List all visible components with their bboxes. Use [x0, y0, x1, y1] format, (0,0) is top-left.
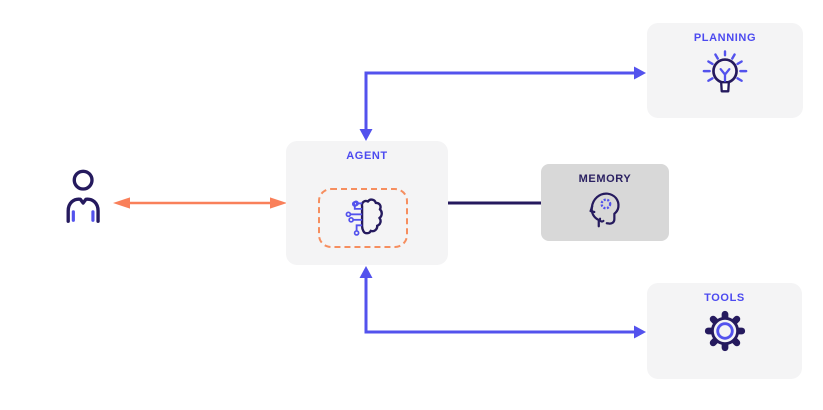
edge-agent-planning — [359, 66, 646, 141]
user-icon — [63, 168, 107, 224]
agent-dashed-border — [318, 188, 408, 248]
node-memory: MEMORY — [541, 164, 669, 241]
edge-user-agent — [113, 197, 287, 209]
edge-agent-tools — [359, 266, 646, 339]
lightbulb-icon — [700, 47, 750, 101]
node-planning-label: PLANNING — [693, 32, 757, 44]
node-tools: TOOLS — [647, 283, 802, 379]
node-planning: PLANNING — [647, 23, 803, 118]
node-agent: AGENT — [286, 141, 448, 265]
node-memory-label: MEMORY — [578, 173, 632, 185]
gear-icon — [702, 308, 748, 354]
node-agent-label: AGENT — [346, 150, 388, 162]
node-tools-label: TOOLS — [704, 292, 745, 304]
head-gear-icon — [588, 187, 622, 228]
brain-circuit-icon — [342, 196, 384, 240]
